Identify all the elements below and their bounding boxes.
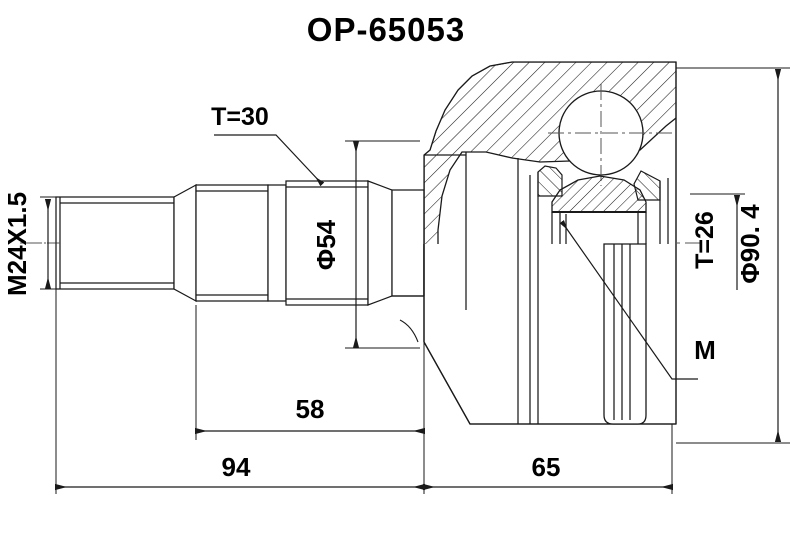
dim94-label: 94 — [222, 452, 251, 482]
thread-dimension-line — [30, 196, 64, 290]
dim65-label: 65 — [532, 452, 561, 482]
t30-leader-line — [214, 134, 325, 187]
shaft-diameter-label: Φ54 — [311, 219, 341, 270]
inner-race-block — [551, 175, 647, 213]
m-marking-label: M — [694, 335, 716, 365]
page-title: OP-65053 — [307, 11, 465, 48]
bell-bore-shoulder — [424, 152, 519, 244]
bell-lower-outline — [392, 244, 676, 425]
dim58-line — [195, 305, 425, 494]
outer-spline-label: T=30 — [211, 103, 269, 131]
shaft-collar-to-bell — [367, 180, 425, 306]
shaft-step-transition-1 — [173, 183, 197, 303]
phi90-dimension-line — [676, 67, 790, 444]
thread-label: M24X1.5 — [2, 192, 32, 296]
bell-diameter-label: Φ90. 4 — [735, 204, 765, 284]
shaft-relief-groove — [267, 184, 287, 302]
phi54-dimension-line — [345, 140, 420, 349]
stem-end-ring — [603, 243, 647, 425]
bell-internal-spline-lines-upper — [529, 62, 677, 424]
m-marking-leader-line — [559, 220, 698, 380]
dim65-line — [423, 424, 673, 494]
bearing-ball — [548, 84, 672, 186]
t26-dimension-line — [690, 193, 745, 290]
bell-lower-chamfer — [399, 319, 419, 343]
dim58-label: 58 — [296, 394, 325, 424]
inner-spline-label: T=26 — [691, 211, 719, 269]
dim94-line — [55, 200, 425, 494]
threaded-shaft-section — [55, 196, 175, 290]
shaft-cylinder-section-2 — [195, 184, 269, 302]
